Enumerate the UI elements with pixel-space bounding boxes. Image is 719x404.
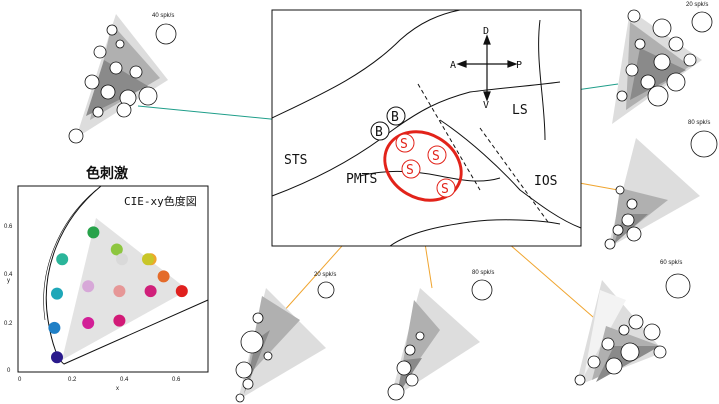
response-plot-bottom-1: 20 spk/s: [235, 272, 336, 403]
svg-text:0.4: 0.4: [4, 272, 13, 278]
cie-yticks: 0 0.2 0.4 0.6: [4, 224, 13, 374]
stimulus-dots: [48, 226, 188, 364]
ls-sulcus: [538, 19, 546, 141]
stimulus-dot-8: [113, 314, 126, 327]
sts-sulcus: [271, 9, 461, 119]
sulcus-label-sts: STS: [284, 153, 307, 168]
site-s-1: S: [395, 133, 415, 153]
rate-label: 80 spk/s: [472, 270, 494, 276]
stimulus-dot-4: [56, 253, 69, 266]
sulcus-label-ls: LS: [512, 103, 528, 118]
brain-map-frame: [271, 9, 582, 247]
svg-text:B: B: [375, 125, 383, 140]
rate-label: 20 spk/s: [314, 272, 336, 278]
brain-map: D V A P LS STS PMTS IOS B B S S S: [271, 9, 582, 247]
svg-text:0.6: 0.6: [172, 377, 181, 383]
sulcus-label-ios: IOS: [534, 174, 557, 189]
dir-v-label: V: [483, 100, 489, 111]
sts-lower-sulcus: [271, 81, 561, 197]
svg-text:B: B: [391, 110, 399, 125]
response-plot-bottom-2: 80 spk/s: [387, 270, 494, 401]
lower-sulcus: [389, 219, 561, 247]
cie-ylabel: y: [7, 278, 10, 284]
orientation-compass: [456, 34, 518, 102]
cie-title: CIE-xy色度図: [124, 194, 197, 208]
svg-text:S: S: [400, 137, 408, 152]
svg-text:S: S: [441, 182, 449, 197]
response-plot-bottom-3: 60 spk/s: [574, 260, 691, 386]
stimulus-dot-6: [82, 317, 95, 329]
ios-sulcus: [439, 119, 582, 229]
site-b-1: B: [386, 106, 406, 126]
svg-text:0: 0: [7, 368, 11, 374]
dir-a-label: A: [450, 60, 456, 71]
rate-scale-circle: [665, 273, 691, 299]
stimulus-dot-15: [157, 270, 170, 283]
pmts-sulcus: [359, 170, 501, 182]
rate-scale-circle: [471, 279, 493, 301]
stimulus-dot-11: [116, 253, 128, 266]
site-s-2: S: [427, 145, 447, 165]
svg-text:S: S: [406, 163, 414, 178]
stimulus-dot-14: [142, 253, 154, 266]
svg-text:0.2: 0.2: [68, 377, 77, 383]
svg-text:0.2: 0.2: [4, 321, 13, 327]
dir-d-label: D: [483, 26, 489, 37]
rate-label: 40 spk/s: [152, 13, 174, 19]
stimulus-dot-5: [87, 226, 100, 239]
rate-scale-circle: [155, 23, 177, 45]
rate-label: 20 spk/s: [686, 2, 708, 8]
svg-text:0: 0: [18, 377, 22, 383]
highlight-ellipse: [383, 130, 463, 202]
stimulus-dot-10: [110, 243, 123, 256]
site-s-3: S: [401, 159, 421, 179]
svg-text:S: S: [432, 149, 440, 164]
stimulus-dot-1: [51, 351, 63, 364]
locus-inner: [43, 189, 97, 321]
site-s-4: S: [436, 178, 456, 198]
rate-label: 80 spk/s: [688, 120, 710, 126]
sulcus-label-pmts: PMTS: [346, 172, 377, 187]
response-plot-top-left: 40 spk/s: [68, 13, 177, 144]
stimulus-dot-3: [51, 287, 63, 300]
stimulus-dot-12: [144, 285, 157, 298]
response-plot-top-right: 20 spk/s: [612, 2, 713, 124]
cie-xticks: 0 0.2 0.4 0.6: [18, 377, 181, 383]
rate-scale-circle: [317, 281, 335, 299]
rate-label: 60 spk/s: [660, 260, 682, 266]
svg-text:0.4: 0.4: [120, 377, 129, 383]
dir-p-label: P: [516, 60, 522, 71]
svg-text:0.6: 0.6: [4, 224, 13, 230]
rate-scale-circle: [691, 11, 713, 33]
stimulus-dot-2: [48, 321, 61, 334]
site-b-2: B: [370, 121, 390, 141]
rate-scale-circle: [690, 130, 718, 158]
response-plot-mid-right: 80 spk/s: [604, 120, 718, 250]
stimulus-dot-16: [175, 285, 188, 298]
dashed-boundary-2: [479, 127, 549, 223]
cie-diagram: CIE-xy色度図 0 0.2 0.4 0.6 0 0.2 0.4 0.6 x …: [4, 185, 209, 392]
stimulus-dot-7: [82, 280, 95, 293]
stimulus-title: 色刺激: [86, 165, 128, 181]
stimulus-dot-9: [113, 285, 126, 298]
cie-xlabel: x: [116, 386, 119, 392]
